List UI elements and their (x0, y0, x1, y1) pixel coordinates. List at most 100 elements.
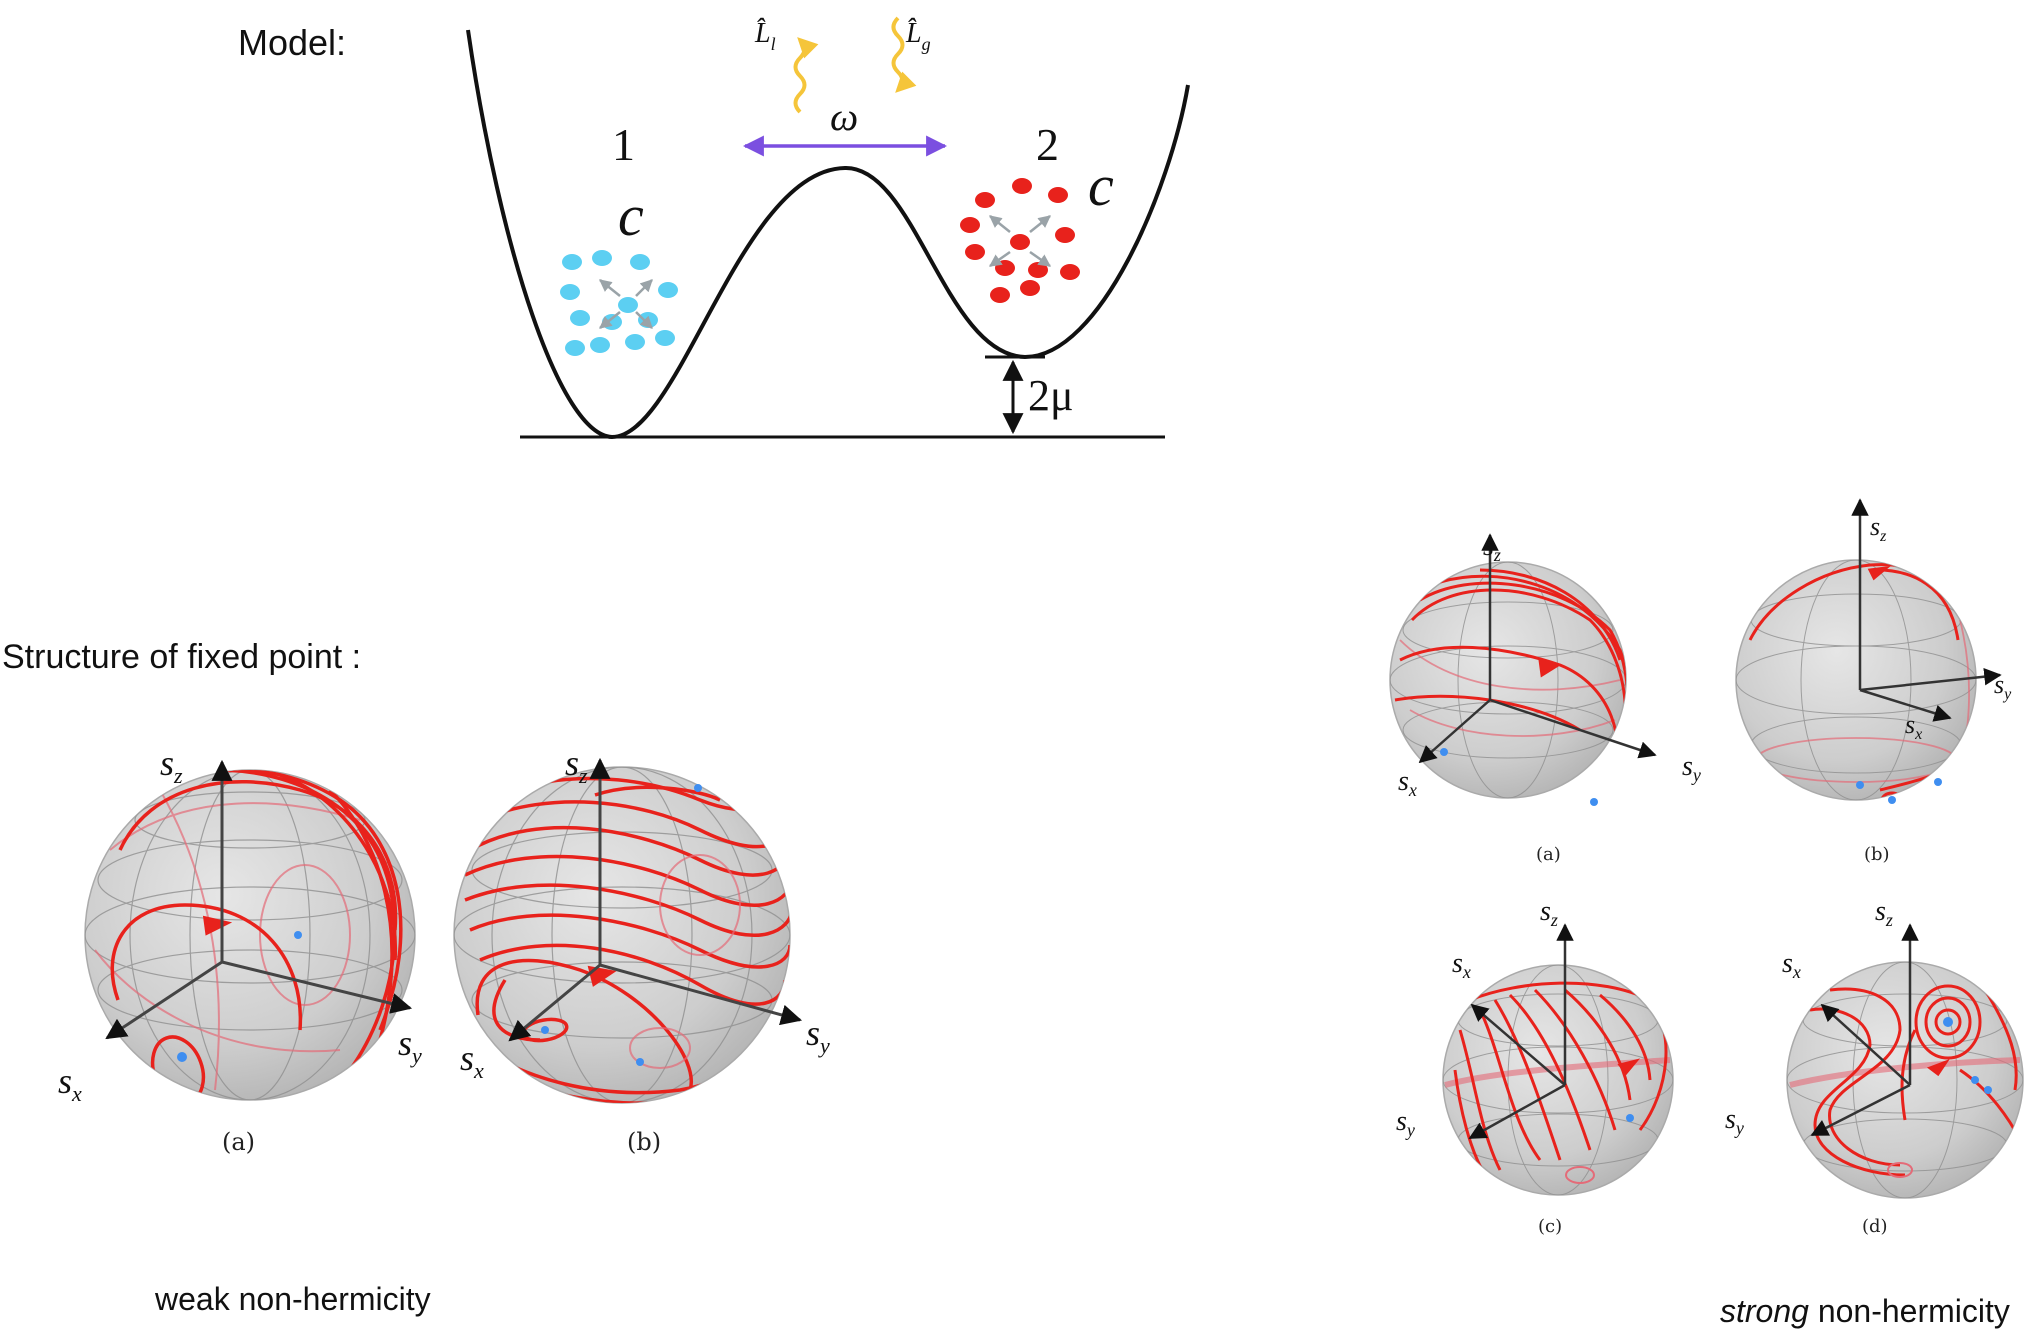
fixed-point (177, 1052, 187, 1062)
fixed-point (1856, 781, 1864, 789)
fixed-point (541, 1026, 549, 1034)
axis-x (508, 963, 601, 1042)
axis-y (599, 963, 803, 1026)
axes (105, 759, 413, 1040)
axes (1851, 498, 2002, 722)
double-well-potential (466, 29, 1190, 440)
interaction-label-left: c (618, 183, 644, 248)
strong-sphere-c: sz sx sy (c) (1396, 896, 1674, 1237)
axis-y (1468, 1083, 1566, 1140)
fixed-point (636, 1058, 644, 1066)
fixed-point-heading: Structure of fixed point : (2, 638, 361, 676)
background-loop (1565, 1166, 1595, 1184)
weak-caption: weak non-hermicity (154, 1281, 431, 1317)
axis-y-label: sy (1396, 1106, 1415, 1140)
background-trajectories (1789, 1057, 2021, 1088)
fixed-point (1626, 1114, 1634, 1122)
fixed-point (294, 931, 302, 939)
background-trajectories (1444, 1057, 1671, 1088)
axis-x (1859, 688, 1952, 722)
axis-z-label: sz (1870, 512, 1887, 545)
strong-caption-rest: non-hermicity (1809, 1293, 2010, 1329)
axis-y-label: sy (806, 1013, 830, 1058)
axis-z-label: sz (1540, 896, 1558, 930)
left-interaction-arrows (599, 279, 653, 329)
strong-sphere-d: sz sx sy (d) (1725, 896, 2024, 1237)
fixed-point (1984, 1086, 1992, 1094)
loss-operator-symbol: L̂ (754, 18, 771, 49)
model-diagram: Model: 2μ 1 2 c c ω L̂l L̂g (238, 16, 1190, 440)
detuning-label: 2μ (1028, 371, 1074, 420)
axes (508, 757, 803, 1042)
right-particle-cluster (960, 178, 1080, 303)
axis-x-label: sx (1782, 948, 1801, 982)
panel-label: (b) (627, 1128, 661, 1156)
left-particle-cluster (560, 250, 678, 356)
well-2-label: 2 (1036, 119, 1059, 170)
axis-x (1820, 1003, 1911, 1086)
gain-wave (891, 16, 917, 93)
trajectories (1809, 984, 2022, 1177)
trajectories (1453, 981, 1668, 1176)
axis-x-label: sx (58, 1061, 82, 1106)
axis-x-label: sx (1905, 710, 1922, 743)
fixed-point (1888, 796, 1896, 804)
axis-x (1470, 1003, 1566, 1086)
loss-operator: L̂l (754, 18, 776, 54)
strong-caption: strong non-hermicity (1720, 1293, 2010, 1329)
strong-sphere-a: sz sy sx (a) (1389, 531, 1701, 865)
right-interaction-arrows (988, 215, 1052, 268)
axis-x (1418, 699, 1491, 764)
flow-arrowhead (1538, 657, 1562, 678)
gain-operator-subscript: g (922, 34, 931, 54)
fixed-point (1590, 798, 1598, 806)
axis-y (1810, 1083, 1911, 1137)
fixed-point (1934, 778, 1942, 786)
model-heading: Model: (238, 22, 346, 63)
axis-x-label: sx (1452, 948, 1471, 982)
axis-y (1489, 698, 1657, 759)
interaction-label-right: c (1088, 153, 1114, 218)
axis-y-label: sy (1682, 751, 1701, 785)
axis-z-label: sz (160, 743, 183, 788)
sphere-grid (85, 770, 415, 1100)
fixed-point (1971, 1076, 1979, 1084)
weak-sphere-a: sz sy sx (a) (58, 743, 422, 1156)
gain-operator-symbol: L̂ (905, 18, 922, 49)
panel-label: (b) (1864, 844, 1890, 865)
flow-arrowhead (1867, 565, 1891, 581)
background-trajectories (1399, 639, 1621, 737)
axes (1810, 923, 1919, 1137)
strong-sphere-b: sz sy sx (b) (1735, 498, 2012, 865)
axis-y (1859, 667, 2002, 692)
loss-wave (793, 37, 819, 114)
background-trajectories (629, 854, 741, 1069)
flow-arrowhead (1617, 1058, 1641, 1076)
flow-arrowhead (587, 965, 617, 987)
panel-label: (d) (1862, 1216, 1888, 1237)
axis-z-label: sz (1875, 896, 1893, 930)
flow-arrowhead (1926, 1058, 1950, 1077)
trajectories (110, 770, 403, 1100)
axis-y-label: sy (398, 1023, 422, 1068)
axis-x-label: sx (460, 1038, 484, 1083)
axis-z-label: sz (1483, 531, 1501, 565)
panel-label: (c) (1538, 1216, 1562, 1237)
panel-label: (a) (222, 1128, 255, 1156)
axis-y (221, 960, 413, 1014)
loss-operator-subscript: l (771, 34, 776, 54)
axis-x-label: sx (1398, 766, 1417, 800)
axes (1468, 923, 1574, 1140)
background-loop (1887, 1162, 1913, 1178)
weak-sphere-b: sz sy sx (b) (453, 743, 830, 1156)
panel-label: (a) (1536, 844, 1561, 865)
fixed-point (1943, 1017, 1953, 1027)
gain-operator: L̂g (905, 18, 931, 54)
axis-z-label: sz (565, 743, 588, 788)
axes (1418, 533, 1657, 764)
strong-caption-emphasis: strong (1720, 1293, 1809, 1329)
tunneling-label: ω (830, 94, 858, 139)
well-1-label: 1 (612, 119, 635, 170)
axis-y-label: sy (1725, 1104, 1744, 1138)
